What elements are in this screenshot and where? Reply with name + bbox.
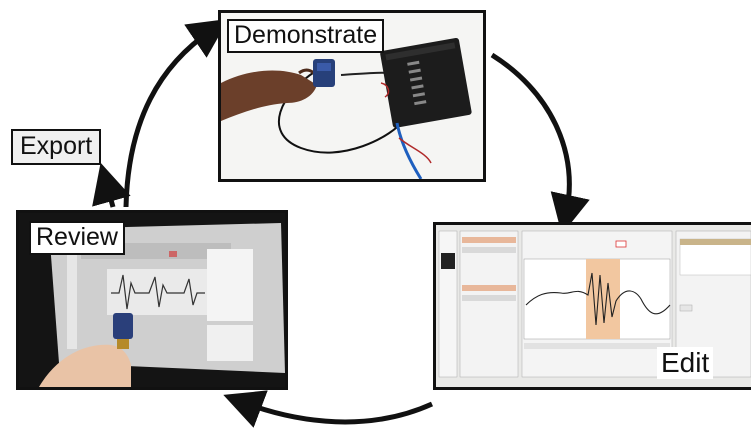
edit-screenshot: Edit	[433, 222, 751, 390]
arrow-review-to-demonstrate	[123, 18, 229, 208]
demonstrate-photo: Demonstrate	[218, 10, 486, 182]
arrow-edit-to-review	[223, 390, 434, 428]
review-photo: Review	[16, 210, 288, 390]
review-scene	[19, 213, 285, 387]
export-label: Export	[11, 129, 102, 165]
arrow-demonstrate-to-edit	[490, 52, 590, 235]
arrow-review-to-export	[92, 162, 131, 208]
demonstrate-label: Demonstrate	[227, 19, 385, 53]
review-label: Review	[29, 221, 125, 255]
edit-label: Edit	[657, 347, 714, 379]
edit-scene	[436, 225, 751, 387]
